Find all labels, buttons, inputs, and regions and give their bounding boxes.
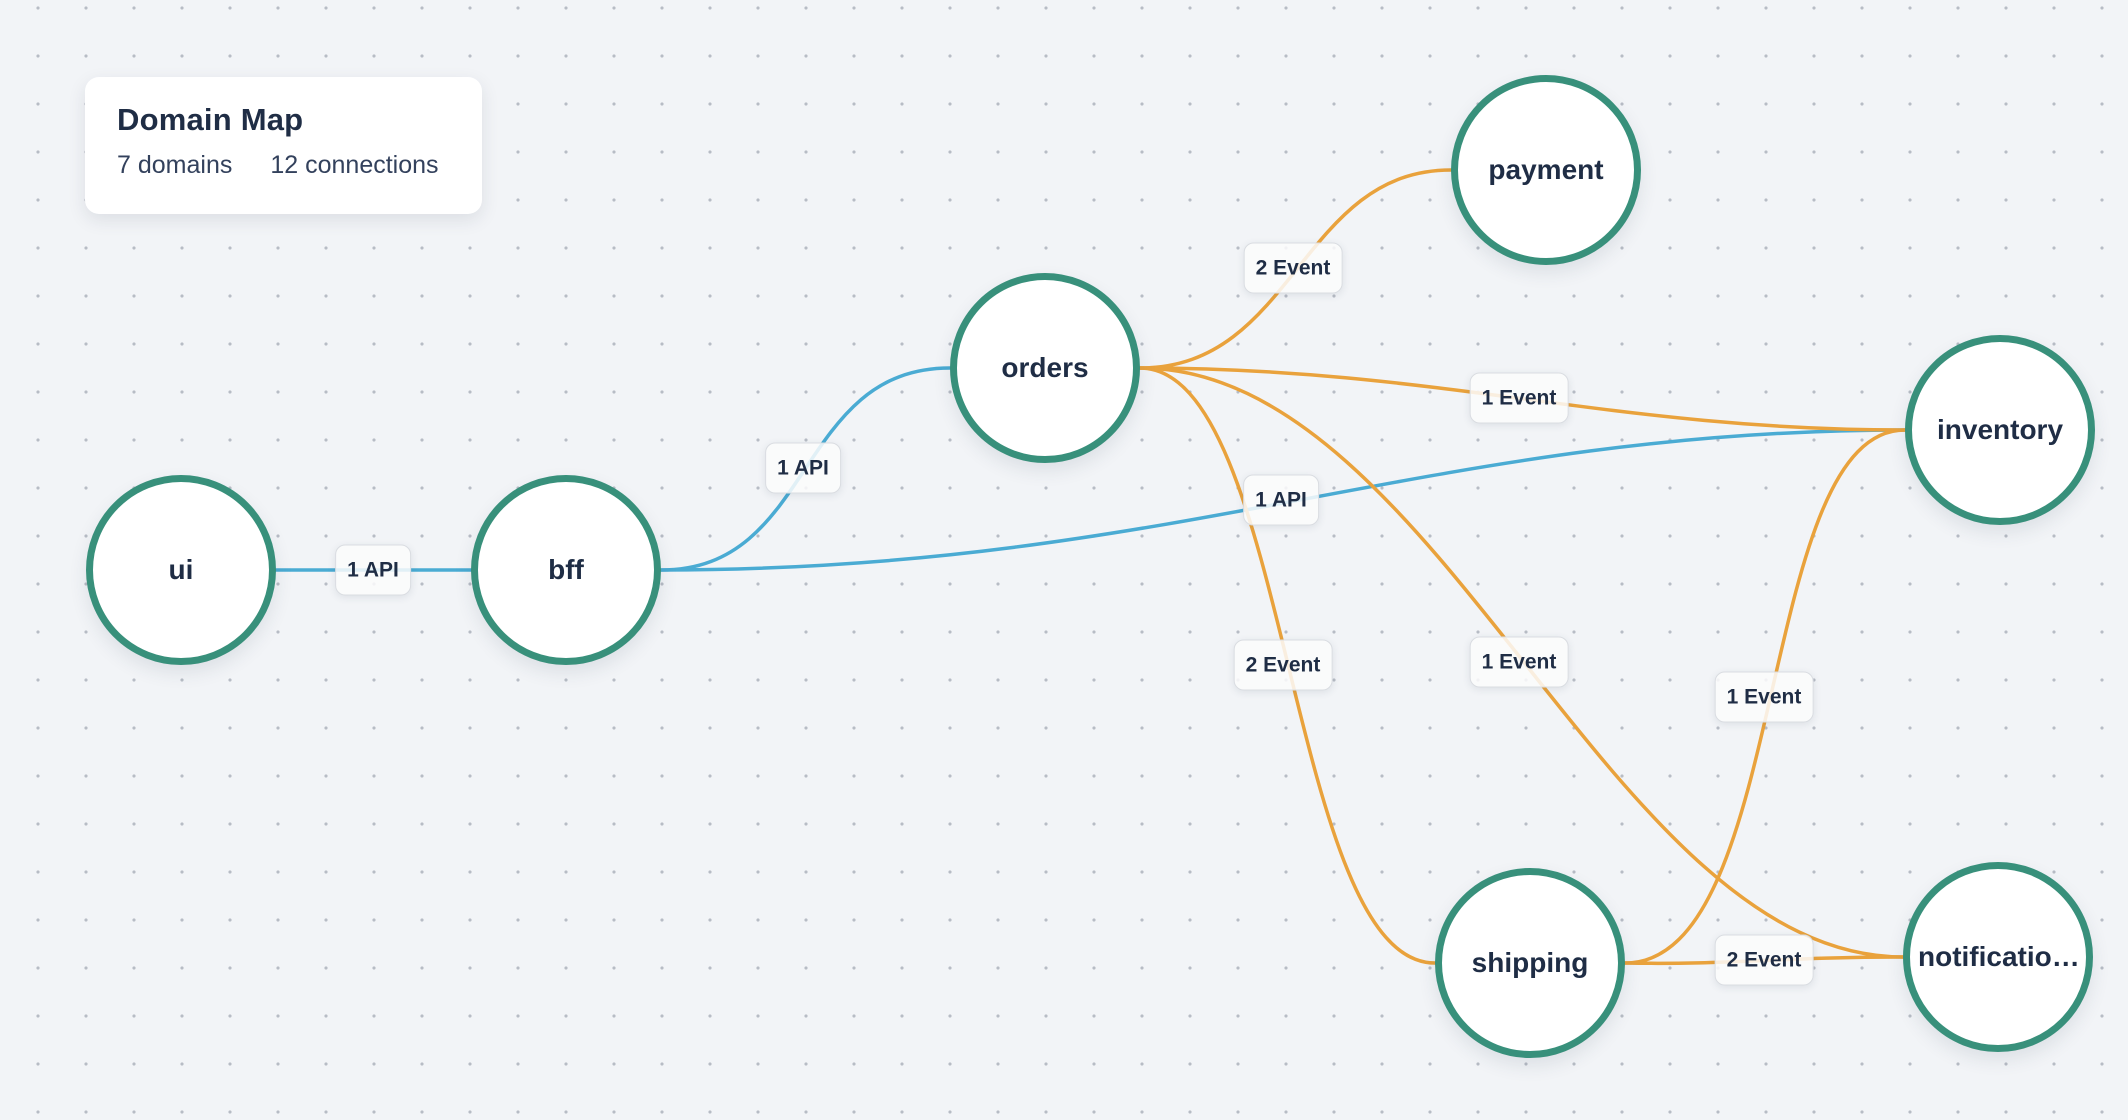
edge-label-bff-inventory: 1 API	[1243, 474, 1319, 526]
connections-count: 12 connections	[270, 151, 439, 179]
node-orders[interactable]: orders	[950, 273, 1140, 463]
edge-label-orders-inventory: 1 Event	[1469, 372, 1569, 424]
edge-label-orders-shipping: 2 Event	[1233, 639, 1333, 691]
node-payment[interactable]: payment	[1451, 75, 1641, 265]
edge-label-shipping-notifications: 2 Event	[1714, 934, 1814, 986]
graph-stats: 7 domains 12 connections	[117, 151, 450, 180]
node-shipping-label: shipping	[1471, 947, 1589, 978]
page-title: Domain Map	[117, 102, 304, 137]
node-notifications-label: notificatio…	[1918, 941, 2078, 972]
node-bff-label: bff	[548, 554, 584, 585]
node-shipping[interactable]: shipping	[1435, 868, 1625, 1058]
node-notifications[interactable]: notificatio…	[1903, 862, 2093, 1052]
node-bff[interactable]: bff	[471, 475, 661, 665]
node-inventory-label: inventory	[1936, 414, 2064, 445]
edge-label-ui-bff: 1 API	[335, 544, 411, 596]
node-inventory[interactable]: inventory	[1905, 335, 2095, 525]
edge-label-shipping-inventory: 1 Event	[1714, 671, 1814, 723]
node-ui[interactable]: ui	[86, 475, 276, 665]
domain-map-info-card: Domain Map 7 domains 12 connections	[85, 77, 482, 214]
node-orders-label: orders	[1001, 352, 1089, 383]
edge-label-bff-orders: 1 API	[765, 442, 841, 494]
node-ui-label: ui	[168, 554, 194, 585]
edge-label-orders-payment: 2 Event	[1243, 242, 1343, 294]
domains-count: 7 domains	[117, 151, 233, 179]
node-payment-label: payment	[1488, 154, 1604, 185]
edge-label-orders-notifications: 1 Event	[1469, 636, 1569, 688]
